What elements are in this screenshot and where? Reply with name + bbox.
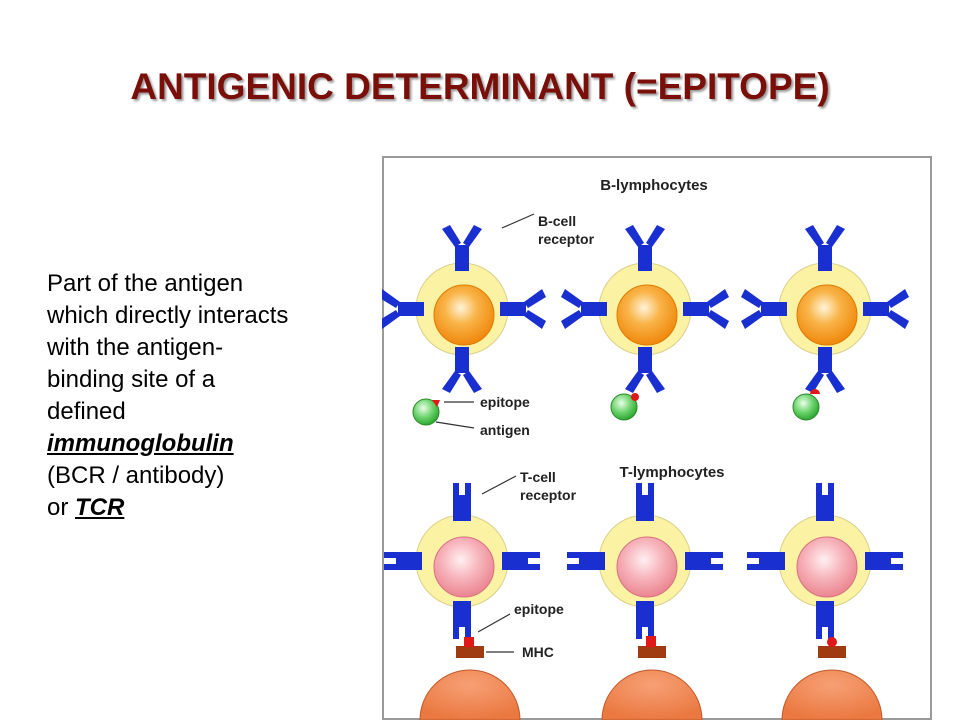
b-lymphocytes-heading: B-lymphocytes — [600, 177, 708, 194]
t-cell-receptor-label: T-cell — [520, 469, 556, 485]
definition-line: defined — [47, 398, 126, 425]
t-lymphocytes-heading: T-lymphocytes — [619, 464, 724, 481]
epitope-label: epitope — [480, 394, 530, 410]
epitope-marker — [827, 637, 837, 647]
slide-title: ANTIGENIC DETERMINANT (=EPITOPE) — [130, 66, 830, 107]
definition-line: with the antigen- — [47, 334, 224, 361]
epitope-marker — [646, 636, 656, 647]
mhc-molecule — [456, 646, 484, 658]
antigen-presenting-cell — [781, 637, 883, 721]
antigen — [610, 393, 639, 421]
tcr-term: TCR — [75, 494, 125, 521]
b-cell-receptor-label: B-cell — [538, 213, 576, 229]
definition-line: (BCR / antibody) — [47, 462, 225, 489]
mhc-molecule — [818, 646, 846, 658]
mhc-label: MHC — [522, 644, 554, 660]
mhc-molecule — [638, 646, 666, 658]
antigen-presenting-cell — [601, 636, 703, 721]
t-epitope-label: epitope — [514, 601, 564, 617]
epitope-marker — [464, 637, 474, 647]
antigen-presenting-cell — [419, 637, 521, 721]
definition-line: Part of the antigen — [47, 270, 244, 297]
lymphocyte-diagram: B-lymphocytes B-cell receptor epitope an… — [382, 156, 932, 721]
b-cell-receptor-label: receptor — [538, 231, 595, 247]
epitope-marker — [810, 389, 820, 394]
epitope-marker — [432, 400, 440, 407]
leader-line — [501, 213, 535, 229]
figure-frame — [382, 156, 932, 720]
epitope-marker — [631, 393, 639, 401]
definition-line: which directly interacts — [47, 302, 289, 329]
definition-line: binding site of a — [47, 366, 216, 393]
t-cell-receptor-label: receptor — [520, 487, 577, 503]
lymphocyte-figure: B-lymphocytes B-cell receptor epitope an… — [382, 156, 960, 721]
definition-text: Part of the antigen which directly inter… — [47, 268, 377, 524]
definition-line: or — [47, 494, 76, 521]
antigen — [792, 389, 820, 421]
antigen — [412, 398, 440, 426]
immunoglobulin-term: immunoglobulin — [47, 430, 234, 457]
antigen-label: antigen — [480, 422, 530, 438]
